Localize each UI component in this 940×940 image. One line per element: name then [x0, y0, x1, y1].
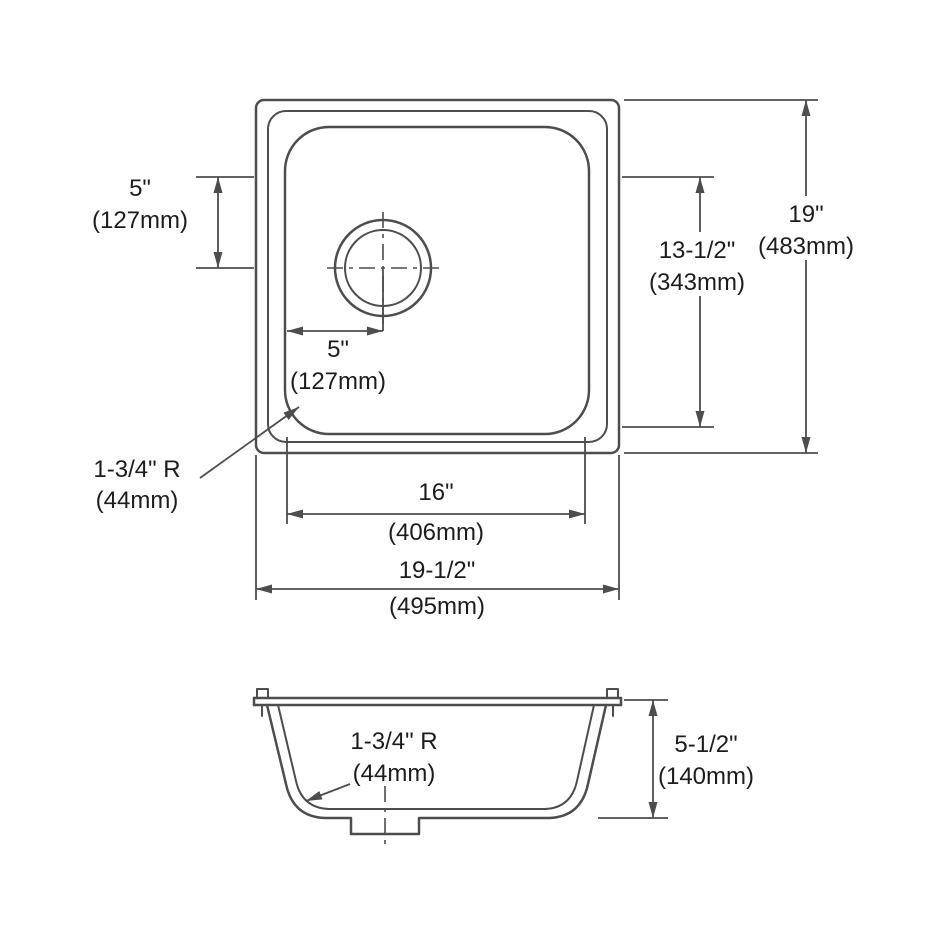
dim-bowl-height: 13-1/2" (343mm): [622, 176, 756, 428]
side-radius-mm: (44mm): [353, 760, 436, 787]
dim-overall-width-mm: (495mm): [389, 593, 485, 620]
bowl-outline: [283, 125, 591, 436]
dim-depth-mm: (140mm): [658, 763, 754, 790]
dim-overall-width-inches: 19-1/2": [399, 557, 476, 584]
dim-left-offset: 5" (127mm): [287, 270, 386, 395]
side-radius-inches: 1-3/4" R: [350, 728, 437, 755]
label-background: [750, 196, 862, 260]
sink-outer-edge: [254, 98, 621, 455]
dim-bowl-width-mm: (406mm): [388, 519, 484, 546]
top-view: 5" (127mm) 13-1/2" (343mm) 19" (483mm) 5…: [92, 98, 862, 620]
label-background: [638, 232, 756, 296]
dim-depth: 5-1/2" (140mm): [598, 699, 754, 819]
dim-bowl-height-inches: 13-1/2": [659, 237, 736, 264]
dim-bowl-width: 16" (406mm): [286, 437, 586, 546]
dim-top-offset-inches: 5": [129, 175, 151, 202]
side-view: 1-3/4" R (44mm) 5-1/2" (140mm): [252, 688, 754, 848]
leader-line: [305, 783, 351, 802]
dim-top-offset: 5" (127mm): [92, 175, 254, 269]
clip-head: [256, 688, 269, 699]
bowl-profile-inner: [277, 704, 595, 810]
dim-overall-width: 19-1/2" (495mm): [255, 455, 620, 620]
dim-overall-height-mm: (483mm): [758, 233, 854, 260]
dim-left-offset-mm: (127mm): [290, 368, 386, 395]
dim-top-offset-mm: (127mm): [92, 207, 188, 234]
callout-corner-radius-top: 1-3/4" R (44mm): [93, 406, 300, 514]
corner-radius-inches: 1-3/4" R: [93, 456, 180, 483]
dim-bowl-width-inches: 16": [418, 479, 453, 506]
dim-overall-height: 19" (483mm): [624, 99, 862, 454]
leader-line: [199, 406, 300, 479]
dim-left-offset-inches: 5": [327, 336, 349, 363]
mounting-clip-right: [606, 688, 619, 717]
callout-corner-radius-side: 1-3/4" R (44mm): [305, 728, 438, 802]
dim-depth-inches: 5-1/2": [674, 731, 737, 758]
dim-overall-height-inches: 19": [788, 201, 823, 228]
clip-head: [606, 688, 619, 699]
bowl-profile-outer: [265, 703, 608, 836]
mounting-clip-left: [256, 688, 269, 717]
dim-bowl-height-mm: (343mm): [649, 269, 745, 296]
sink-rim: [267, 110, 608, 443]
corner-radius-mm: (44mm): [96, 487, 179, 514]
